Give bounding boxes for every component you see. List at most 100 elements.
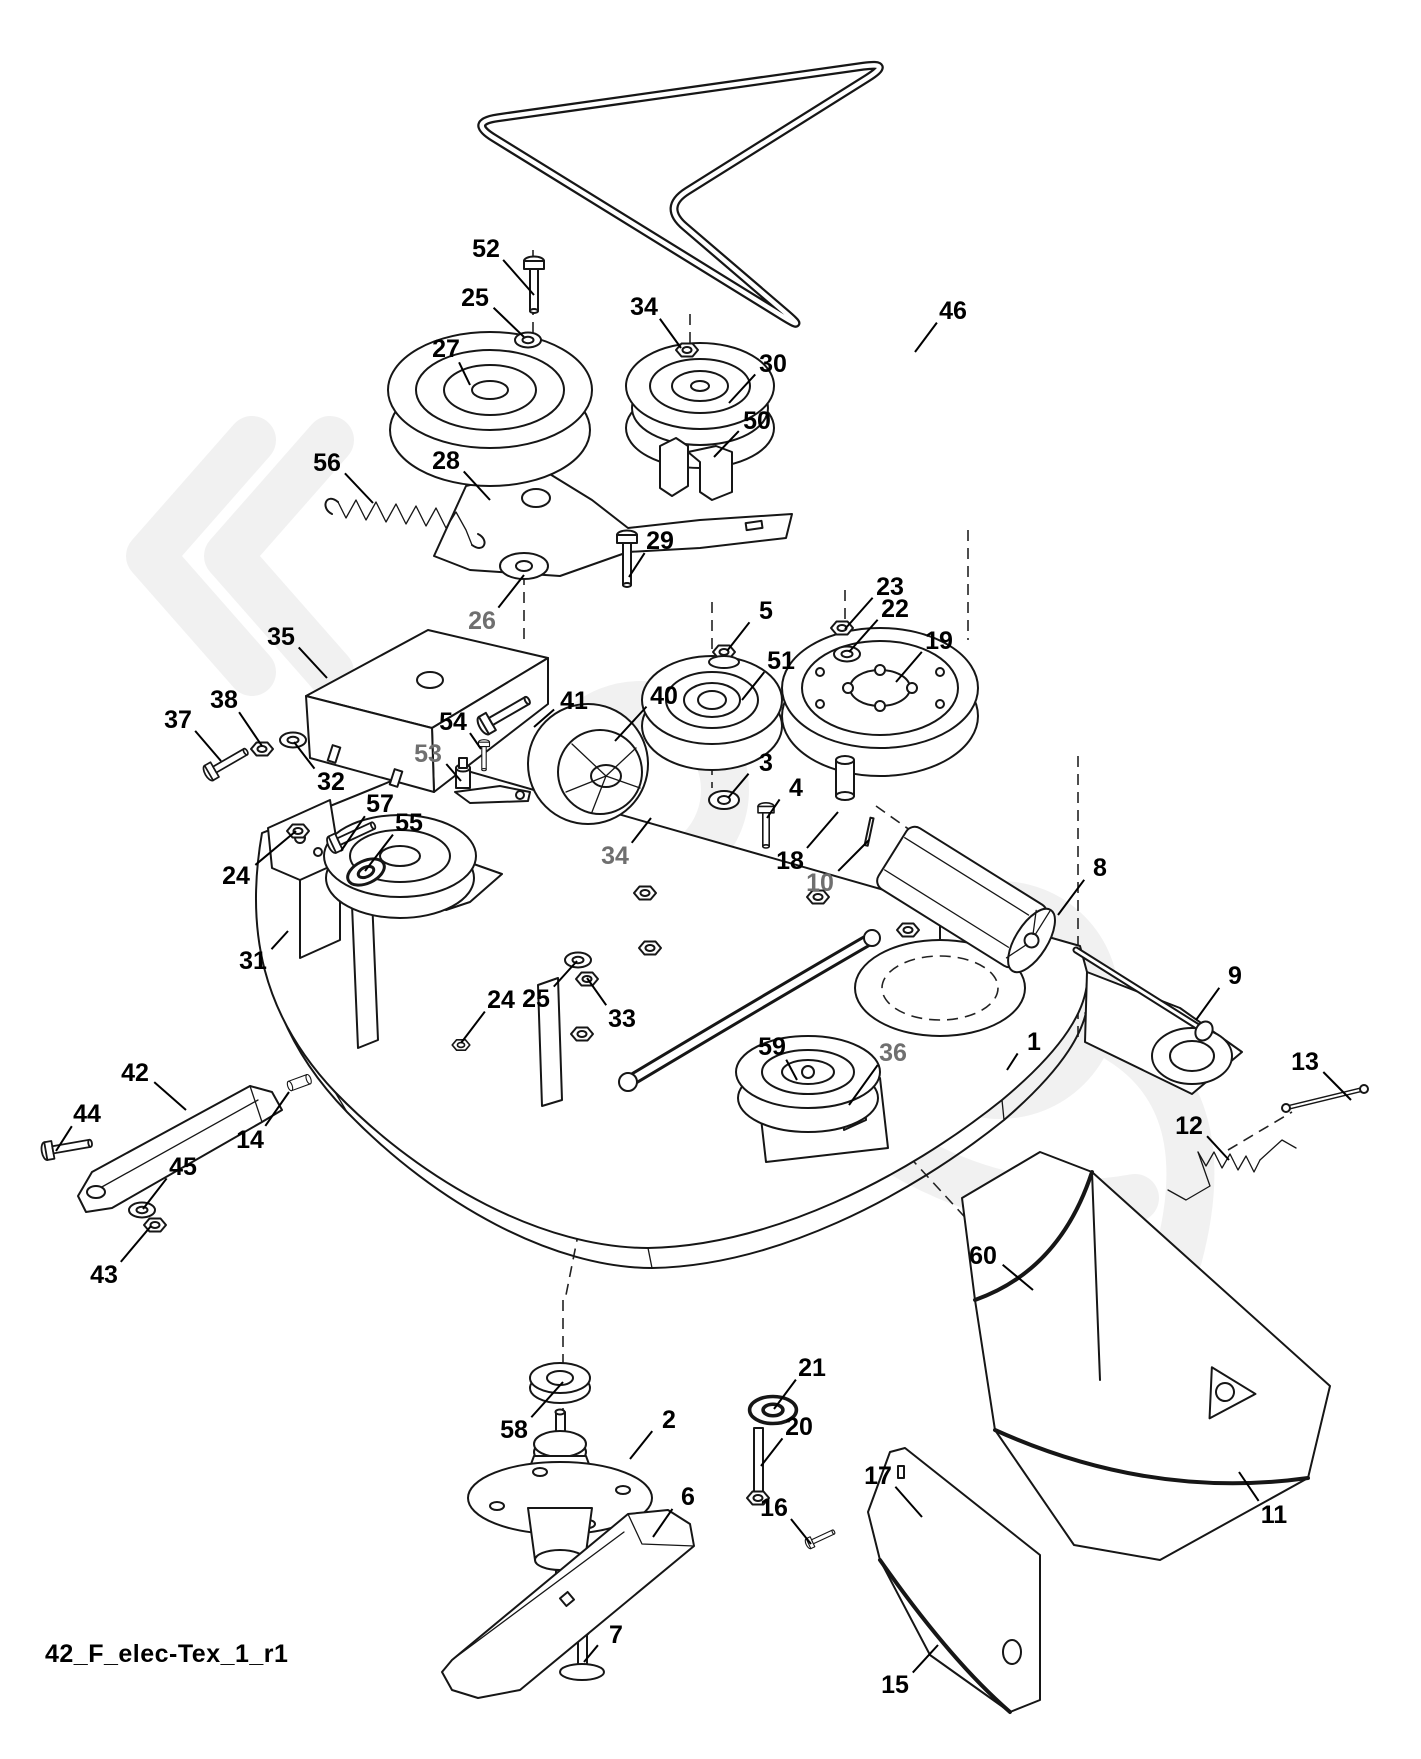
deflector-spring-12 xyxy=(1167,1139,1297,1201)
callout-34: 34 xyxy=(601,817,652,870)
callout-51: 51 xyxy=(741,647,795,701)
bolt-52 xyxy=(523,255,545,314)
svg-text:42: 42 xyxy=(121,1059,149,1087)
callout-55: 55 xyxy=(364,809,423,872)
callout-30: 30 xyxy=(728,350,787,404)
svg-text:3: 3 xyxy=(759,749,773,777)
callout-8: 8 xyxy=(1057,854,1107,916)
svg-text:59: 59 xyxy=(758,1033,786,1061)
svg-text:35: 35 xyxy=(267,623,295,651)
svg-text:26: 26 xyxy=(468,607,496,635)
callout-13: 13 xyxy=(1291,1048,1352,1101)
svg-text:20: 20 xyxy=(785,1413,813,1441)
callout-19: 19 xyxy=(895,627,953,683)
gauge-wheel xyxy=(527,703,649,825)
callout-12: 12 xyxy=(1175,1112,1230,1161)
svg-text:5: 5 xyxy=(759,597,773,625)
svg-text:12: 12 xyxy=(1175,1112,1203,1140)
svg-text:6: 6 xyxy=(681,1483,695,1511)
callout-2: 2 xyxy=(629,1406,676,1460)
callout-25: 25 xyxy=(522,960,578,1013)
svg-text:18: 18 xyxy=(776,847,804,875)
svg-text:30: 30 xyxy=(759,350,787,378)
svg-text:55: 55 xyxy=(395,809,423,837)
svg-text:44: 44 xyxy=(73,1100,101,1128)
tension-spring xyxy=(324,497,486,549)
svg-text:29: 29 xyxy=(646,527,674,555)
svg-text:37: 37 xyxy=(164,706,192,734)
svg-text:23: 23 xyxy=(876,573,904,601)
svg-text:46: 46 xyxy=(939,297,967,325)
svg-text:27: 27 xyxy=(432,335,460,363)
callout-27: 27 xyxy=(432,335,471,386)
callout-58: 58 xyxy=(500,1381,564,1444)
callout-57: 57 xyxy=(340,790,394,852)
callout-53: 53 xyxy=(414,740,462,782)
callout-35: 35 xyxy=(267,623,328,679)
svg-text:53: 53 xyxy=(414,740,442,768)
callout-5: 5 xyxy=(726,597,773,652)
svg-text:25: 25 xyxy=(461,284,489,312)
svg-text:45: 45 xyxy=(169,1153,197,1181)
svg-text:31: 31 xyxy=(239,947,267,975)
svg-text:22: 22 xyxy=(881,595,909,623)
callout-3: 3 xyxy=(727,749,773,799)
svg-text:15: 15 xyxy=(881,1671,909,1699)
callout-1: 1 xyxy=(1006,1028,1041,1071)
callout-60: 60 xyxy=(969,1242,1034,1291)
callout-6: 6 xyxy=(652,1483,695,1538)
discharge-chute xyxy=(961,1151,1331,1561)
callout-21: 21 xyxy=(773,1354,826,1410)
callout-41: 41 xyxy=(533,687,588,728)
svg-text:32: 32 xyxy=(317,768,345,796)
svg-text:43: 43 xyxy=(90,1261,118,1289)
callout-50: 50 xyxy=(713,407,771,458)
callout-15: 15 xyxy=(881,1644,939,1699)
washer-45 xyxy=(128,1201,156,1219)
callout-23: 23 xyxy=(844,573,904,630)
svg-text:28: 28 xyxy=(432,447,460,475)
callout-14: 14 xyxy=(236,1091,290,1154)
callout-59: 59 xyxy=(758,1033,798,1081)
svg-text:51: 51 xyxy=(767,647,795,675)
callout-20: 20 xyxy=(760,1413,813,1467)
roller-shaft-9 xyxy=(1072,946,1214,1042)
callout-52: 52 xyxy=(472,235,535,296)
callout-9: 9 xyxy=(1195,962,1242,1021)
callout-7: 7 xyxy=(583,1621,623,1663)
warning-decal xyxy=(1208,1366,1257,1420)
svg-text:54: 54 xyxy=(439,708,467,736)
callout-31: 31 xyxy=(239,930,289,975)
bolt-44 xyxy=(39,1133,95,1162)
svg-text:34: 34 xyxy=(630,293,658,321)
fasteners xyxy=(39,255,1038,1681)
svg-text:52: 52 xyxy=(472,235,500,263)
callout-16: 16 xyxy=(760,1494,812,1545)
callout-42: 42 xyxy=(121,1059,187,1111)
svg-text:38: 38 xyxy=(210,686,238,714)
washer-32 xyxy=(279,731,307,749)
callout-43: 43 xyxy=(90,1225,152,1289)
svg-text:9: 9 xyxy=(1228,962,1242,990)
svg-text:1: 1 xyxy=(1027,1028,1041,1056)
svg-text:56: 56 xyxy=(313,449,341,477)
callout-32: 32 xyxy=(293,741,345,796)
mower-blade xyxy=(441,1509,695,1699)
svg-text:16: 16 xyxy=(760,1494,788,1522)
svg-text:58: 58 xyxy=(500,1416,528,1444)
svg-text:34: 34 xyxy=(601,842,629,870)
callout-10: 10 xyxy=(806,839,870,897)
svg-text:57: 57 xyxy=(366,790,394,818)
callout-36: 36 xyxy=(848,1039,907,1106)
svg-text:60: 60 xyxy=(969,1242,997,1270)
callout-4: 4 xyxy=(766,774,803,819)
svg-text:41: 41 xyxy=(560,687,588,715)
callout-22: 22 xyxy=(848,595,909,653)
callout-24: 24 xyxy=(222,830,297,890)
svg-text:50: 50 xyxy=(743,407,771,435)
callout-46: 46 xyxy=(914,297,967,353)
deflector-rod-13 xyxy=(1281,1084,1369,1113)
callout-38: 38 xyxy=(210,686,263,747)
